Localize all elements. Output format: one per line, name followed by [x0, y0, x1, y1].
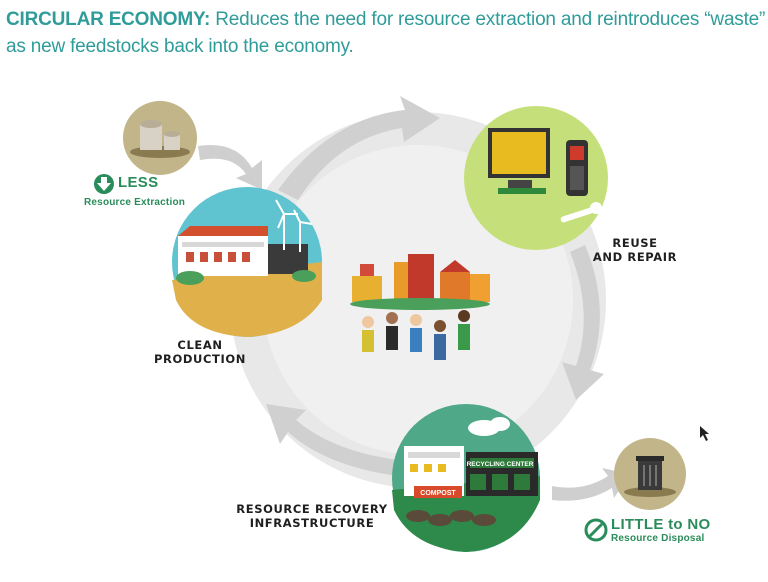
reuse-line2: AND REPAIR: [592, 250, 678, 264]
compost-sign-text: COMPOST: [420, 490, 456, 497]
recovery-line1: RESOURCE RECOVERY: [236, 502, 388, 516]
arrow-extraction-icon: [198, 144, 262, 190]
mobile-phone-icon: [566, 140, 588, 196]
prohibited-icon: [584, 518, 608, 542]
community-icon: [350, 254, 490, 360]
page-title: CIRCULAR ECONOMY: Reduces the need for r…: [6, 6, 766, 60]
title-text: Reduces the need for resource extraction…: [6, 9, 766, 57]
down-arrow-icon: [94, 174, 114, 194]
production-line1: CLEAN: [177, 338, 223, 352]
production-label: CLEAN PRODUCTION: [140, 338, 260, 366]
less-label: LESS: [118, 174, 159, 191]
recycling-sign-text: RECYCLING CENTER: [467, 461, 534, 468]
production-line2: PRODUCTION: [154, 352, 246, 366]
computer-monitor-icon: [488, 128, 550, 194]
little-big: LITTLE to NO: [611, 516, 711, 533]
reuse-line1: REUSE: [612, 236, 658, 250]
reuse-label: REUSE AND REPAIR: [580, 236, 690, 264]
wrench-icon: [560, 202, 602, 223]
little-sub: Resource Disposal: [611, 533, 705, 544]
ring-arrows: [266, 96, 604, 478]
less-big: LESS: [118, 174, 159, 191]
tree-stumps-icon: [123, 101, 197, 175]
arrow-bottom-icon: [266, 404, 418, 478]
trash-can-icon: [614, 438, 686, 510]
cursor-icon: [700, 426, 709, 441]
less-sub-label: Resource Extraction: [84, 196, 185, 210]
recycling-center-icon: [392, 404, 540, 552]
recovery-label: RESOURCE RECOVERY INFRASTRUCTURE: [232, 502, 392, 530]
factory-icon: [172, 187, 322, 337]
little-label: LITTLE to NO Resource Disposal: [611, 516, 711, 546]
arrow-right-icon: [562, 245, 604, 400]
recovery-line2: INFRASTRUCTURE: [249, 516, 375, 530]
arrow-top-icon: [278, 96, 440, 200]
title-bold: CIRCULAR ECONOMY:: [6, 9, 211, 30]
wind-turbine-icon: [275, 199, 313, 252]
arrow-disposal-icon: [552, 468, 630, 501]
less-sub: Resource Extraction: [84, 197, 186, 208]
